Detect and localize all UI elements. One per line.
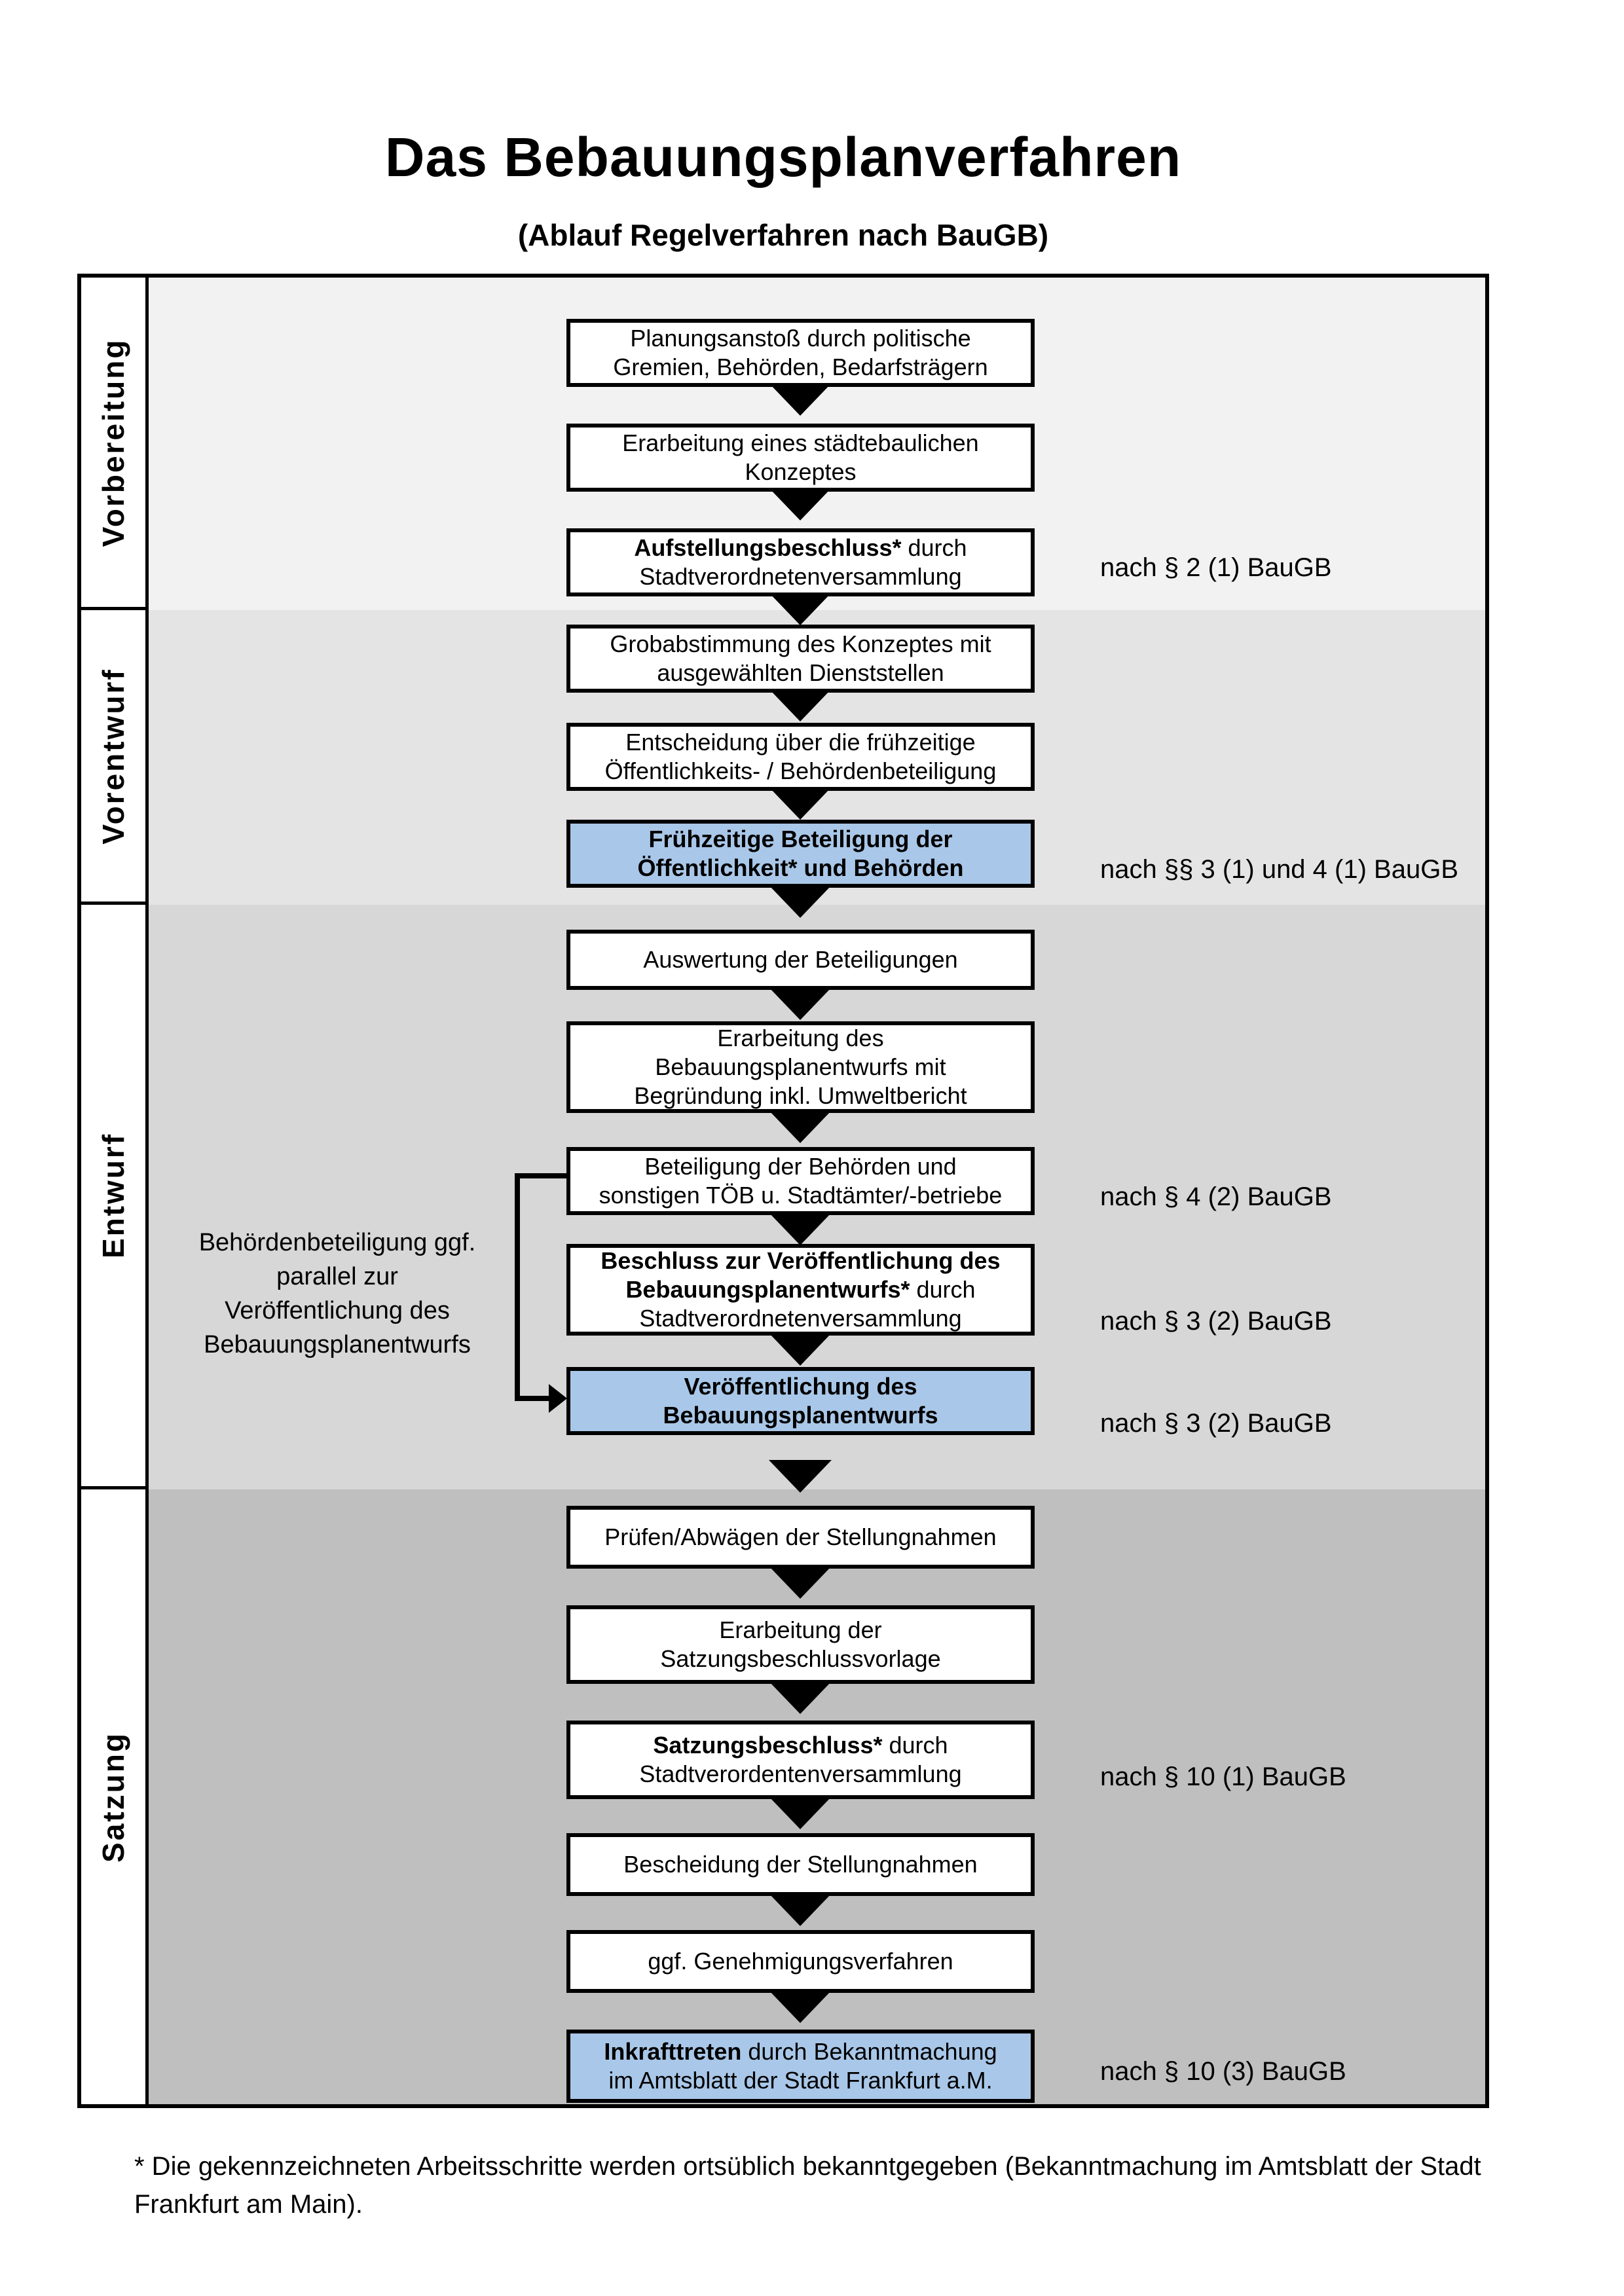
- legal-ref-annotation: nach § 10 (3) BauGB: [1100, 2057, 1346, 2086]
- connector-stub-top: [515, 1173, 566, 1178]
- section-label-satzung: Satzung: [96, 1731, 130, 1863]
- arrow-down-icon: [769, 592, 832, 625]
- flow-step-bescheidung: Bescheidung der Stellungnahmen: [566, 1833, 1035, 1896]
- legal-ref-annotation: nach § 2 (1) BauGB: [1100, 553, 1332, 582]
- legal-ref-annotation: nach § 3 (2) BauGB: [1100, 1409, 1332, 1438]
- flow-step-genehmigungsverfahren: ggf. Genehmigungsverfahren: [566, 1930, 1035, 1993]
- footnote: * Die gekennzeichneten Arbeitsschritte w…: [134, 2152, 1481, 2219]
- connector-vertical: [515, 1173, 520, 1401]
- section-label-entwurf: Entwurf: [96, 1132, 130, 1259]
- arrow-down-icon: [769, 689, 832, 721]
- connector-arrowhead-icon: [549, 1384, 567, 1413]
- arrow-down-icon: [769, 787, 832, 820]
- page-title: Das Bebauungsplanverfahren: [384, 126, 1182, 188]
- arrow-down-icon: [769, 1566, 832, 1599]
- arrow-down-icon: [769, 383, 832, 416]
- arrow-down-icon: [769, 488, 832, 520]
- arrow-down-icon: [769, 1681, 832, 1714]
- arrow-down-icon: [769, 987, 832, 1020]
- page-subtitle: (Ablauf Regelverfahren nach BauGB): [517, 218, 1049, 252]
- flow-step-auswertung: Auswertung der Beteiligungen: [566, 930, 1035, 990]
- arrow-down-icon: [769, 1212, 832, 1245]
- flow-step-pruefen-abwaegen: Prüfen/Abwägen der Stellungnahmen: [566, 1506, 1035, 1569]
- section-divider-2: [81, 902, 149, 905]
- section-label-vorbereitung: Vorbereitung: [96, 338, 130, 547]
- section-divider-1: [81, 607, 149, 610]
- label-column-divider: [145, 278, 149, 2104]
- section-label-vorentwurf: Vorentwurf: [96, 667, 130, 845]
- parallel-process-note: Behördenbeteiligung ggf. parallel zur Ve…: [198, 1229, 476, 1358]
- arrow-down-icon: [769, 1333, 832, 1366]
- arrow-down-icon: [769, 1110, 832, 1143]
- legal-ref-annotation: nach §§ 3 (1) und 4 (1) BauGB: [1100, 855, 1458, 884]
- arrow-down-icon: [769, 1893, 832, 1926]
- legal-ref-annotation: nach § 3 (2) BauGB: [1100, 1307, 1332, 1336]
- legal-ref-annotation: nach § 10 (1) BauGB: [1100, 1762, 1346, 1791]
- arrow-down-icon: [769, 885, 832, 918]
- arrow-down-icon: [769, 1990, 832, 2023]
- arrow-down-icon: [769, 1796, 832, 1829]
- connector-stub-bottom: [515, 1396, 551, 1401]
- arrow-down-icon: [769, 1460, 832, 1493]
- legal-ref-annotation: nach § 4 (2) BauGB: [1100, 1182, 1332, 1211]
- section-divider-3: [81, 1486, 149, 1489]
